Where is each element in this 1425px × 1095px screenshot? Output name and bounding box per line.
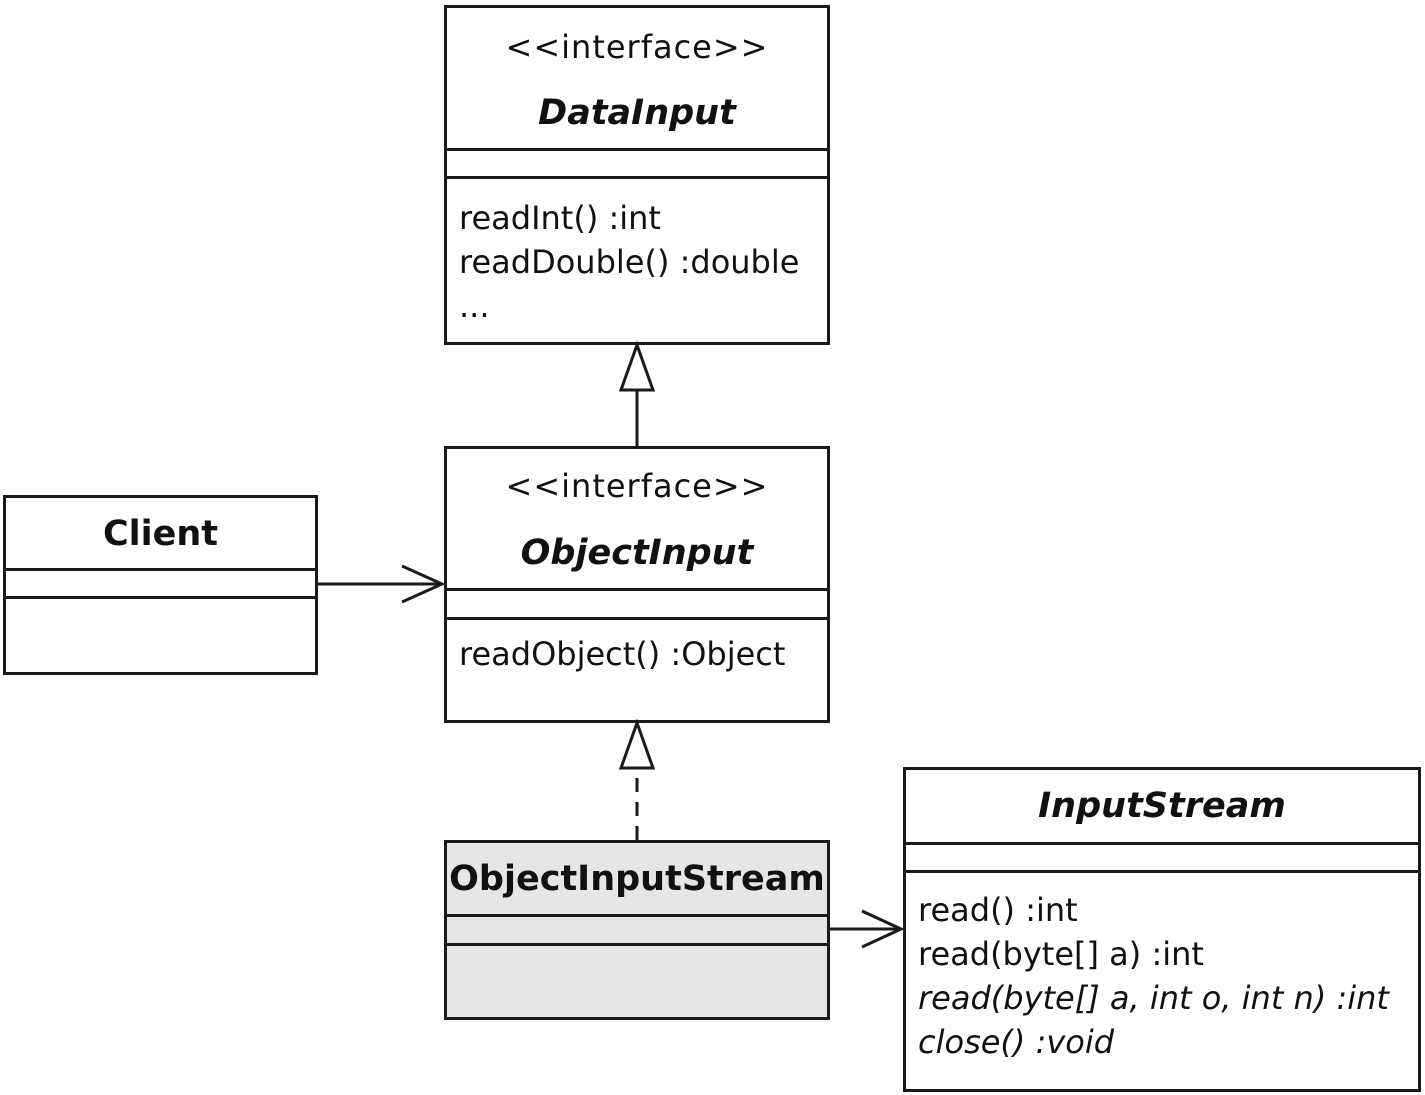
client-divider-top: [6, 568, 315, 571]
operation-read-int: readInt() :int: [459, 199, 661, 237]
class-object-input-stream: ObjectInputStream: [444, 840, 830, 1020]
object-input-name: ObjectInput: [520, 533, 754, 573]
object-input-stream-divider-bottom: [447, 943, 827, 946]
operation-read: read() :int: [918, 891, 1078, 929]
data-input-operations: readInt() :int readDouble() :double ...: [459, 196, 823, 328]
data-input-stereotype: <<interface>>: [505, 28, 769, 66]
operation-close: close() :void: [918, 1023, 1115, 1061]
data-input-divider-top: [447, 148, 827, 151]
input-stream-operations: read() :int read(byte[] a) :int read(byt…: [918, 888, 1414, 1064]
object-input-stream-divider-top: [447, 914, 827, 917]
class-input-stream: InputStream read() :int read(byte[] a) :…: [903, 767, 1421, 1092]
class-object-input: <<interface>> ObjectInput readObject() :…: [444, 446, 830, 723]
operation-read-bytes: read(byte[] a) :int: [918, 935, 1204, 973]
operation-read-object: readObject() :Object: [459, 635, 786, 673]
operation-read-bytes-offset: read(byte[] a, int o, int n) :int: [918, 979, 1389, 1017]
operation-ellipsis: ...: [459, 287, 490, 325]
data-input-divider-bottom: [447, 176, 827, 179]
data-input-name: DataInput: [538, 93, 736, 133]
operation-read-double: readDouble() :double: [459, 243, 800, 281]
class-client: Client: [3, 495, 318, 675]
object-input-stream-name: ObjectInputStream: [449, 859, 825, 899]
object-input-divider-top: [447, 588, 827, 591]
object-input-divider-bottom: [447, 617, 827, 620]
input-stream-name: InputStream: [1038, 786, 1286, 826]
open-arrowhead: [401, 564, 446, 604]
client-name: Client: [102, 514, 219, 554]
class-data-input: <<interface>> DataInput readInt() :int r…: [444, 5, 830, 345]
hollow-triangle-arrowhead: [618, 718, 656, 770]
open-arrowhead: [861, 909, 905, 949]
input-stream-divider-top: [906, 842, 1418, 845]
input-stream-divider-bottom: [906, 870, 1418, 873]
association-object-input-stream-to-input-stream: [830, 909, 905, 949]
client-divider-bottom: [6, 596, 315, 599]
association-client-to-object-input: [318, 564, 446, 604]
hollow-triangle-arrowhead: [618, 340, 656, 392]
realization-object-input-stream-to-object-input: [618, 718, 656, 840]
object-input-stereotype: <<interface>>: [505, 467, 769, 505]
generalization-object-input-to-data-input: [618, 340, 656, 446]
object-input-operations: readObject() :Object: [459, 632, 823, 676]
